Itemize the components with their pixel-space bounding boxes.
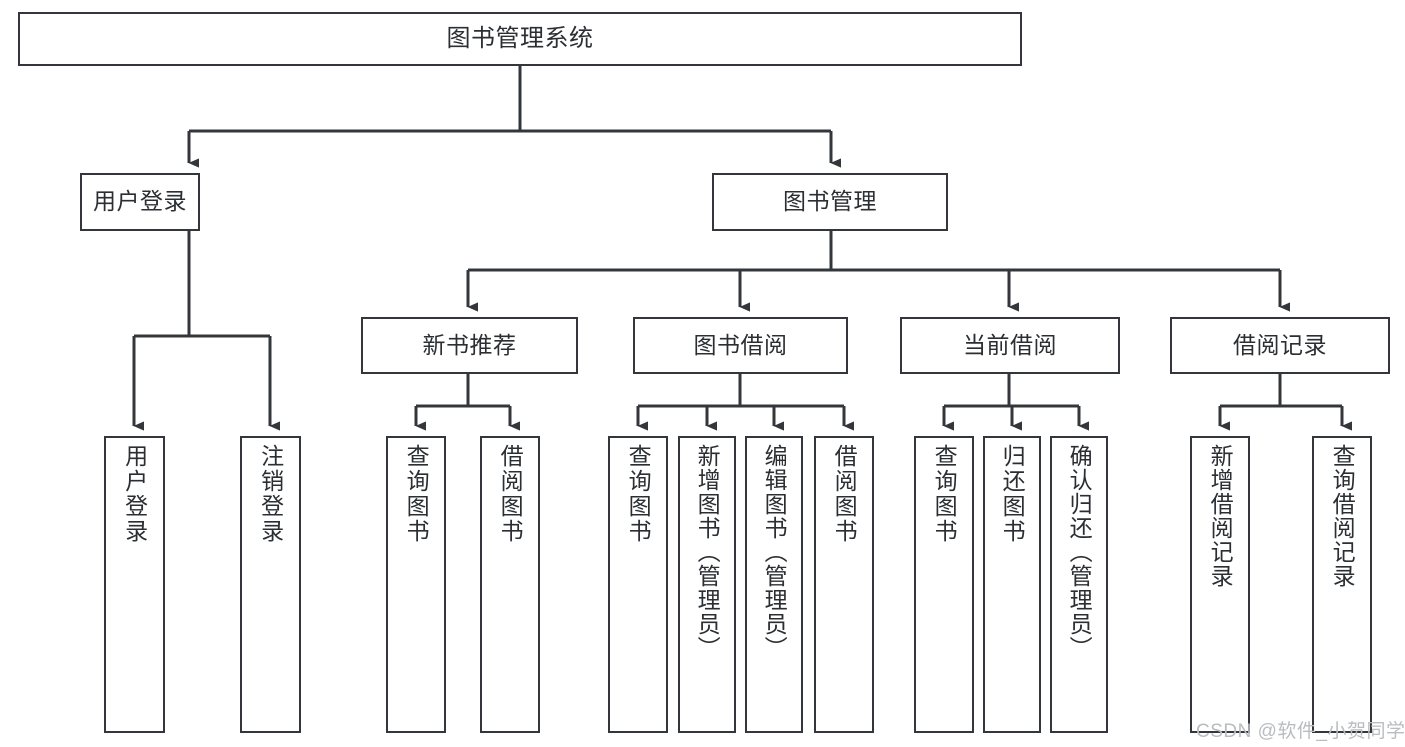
leaf-query-book-recommend[interactable]: 查询图书 [386, 436, 446, 733]
leaf-confirm-return-admin[interactable]: 确认归还（管理员） [1050, 436, 1108, 733]
leaf-user-logout[interactable]: 注销登录 [240, 436, 301, 733]
node-borrow-record[interactable]: 借阅记录 [1170, 317, 1390, 374]
csdn-watermark: CSDN @软件_小贺同学 [1196, 721, 1405, 742]
leaf-return-book[interactable]: 归还图书 [983, 436, 1041, 733]
node-label: 归还图书 [999, 444, 1026, 544]
node-label: 新书推荐 [422, 331, 517, 358]
leaf-borrow-book[interactable]: 借阅图书 [814, 436, 874, 733]
leaf-query-borrow-record[interactable]: 查询借阅记录 [1312, 436, 1372, 733]
node-label: 注销登录 [257, 444, 284, 544]
node-current-borrow[interactable]: 当前借阅 [900, 317, 1120, 374]
node-label: 新增借阅记录 [1207, 444, 1234, 588]
leaf-borrow-book-recommend[interactable]: 借阅图书 [480, 436, 540, 733]
node-user-login[interactable]: 用户登录 [80, 173, 200, 231]
node-label: 借阅图书 [497, 444, 524, 544]
leaf-query-book-current[interactable]: 查询图书 [914, 436, 974, 733]
node-label: 新增图书（管理员） [694, 444, 721, 660]
node-new-book-recommend[interactable]: 新书推荐 [361, 317, 578, 374]
node-root-system[interactable]: 图书管理系统 [18, 12, 1022, 66]
leaf-add-borrow-record[interactable]: 新增借阅记录 [1190, 436, 1250, 733]
node-label: 确认归还（管理员） [1066, 444, 1093, 660]
leaf-query-book-borrow[interactable]: 查询图书 [608, 436, 668, 733]
node-label: 图书管理 [783, 188, 877, 215]
node-label: 借阅记录 [1233, 331, 1327, 358]
node-label: 查询图书 [625, 444, 652, 544]
node-label: 借阅图书 [831, 444, 858, 544]
leaf-user-login[interactable]: 用户登录 [104, 436, 165, 733]
node-label: 查询图书 [403, 444, 430, 544]
node-label: 查询借阅记录 [1329, 444, 1356, 588]
node-label: 用户登录 [93, 188, 187, 215]
node-label: 查询图书 [931, 444, 958, 544]
node-label: 当前借阅 [963, 331, 1057, 358]
leaf-add-book-admin[interactable]: 新增图书（管理员） [678, 436, 736, 733]
node-label: 图书管理系统 [446, 24, 594, 52]
node-book-borrow[interactable]: 图书借阅 [633, 317, 848, 374]
leaf-edit-book-admin[interactable]: 编辑图书（管理员） [745, 436, 803, 733]
node-label: 图书借阅 [693, 331, 788, 358]
node-label: 用户登录 [121, 444, 148, 544]
node-book-management[interactable]: 图书管理 [712, 173, 948, 231]
node-label: 编辑图书（管理员） [761, 444, 788, 660]
